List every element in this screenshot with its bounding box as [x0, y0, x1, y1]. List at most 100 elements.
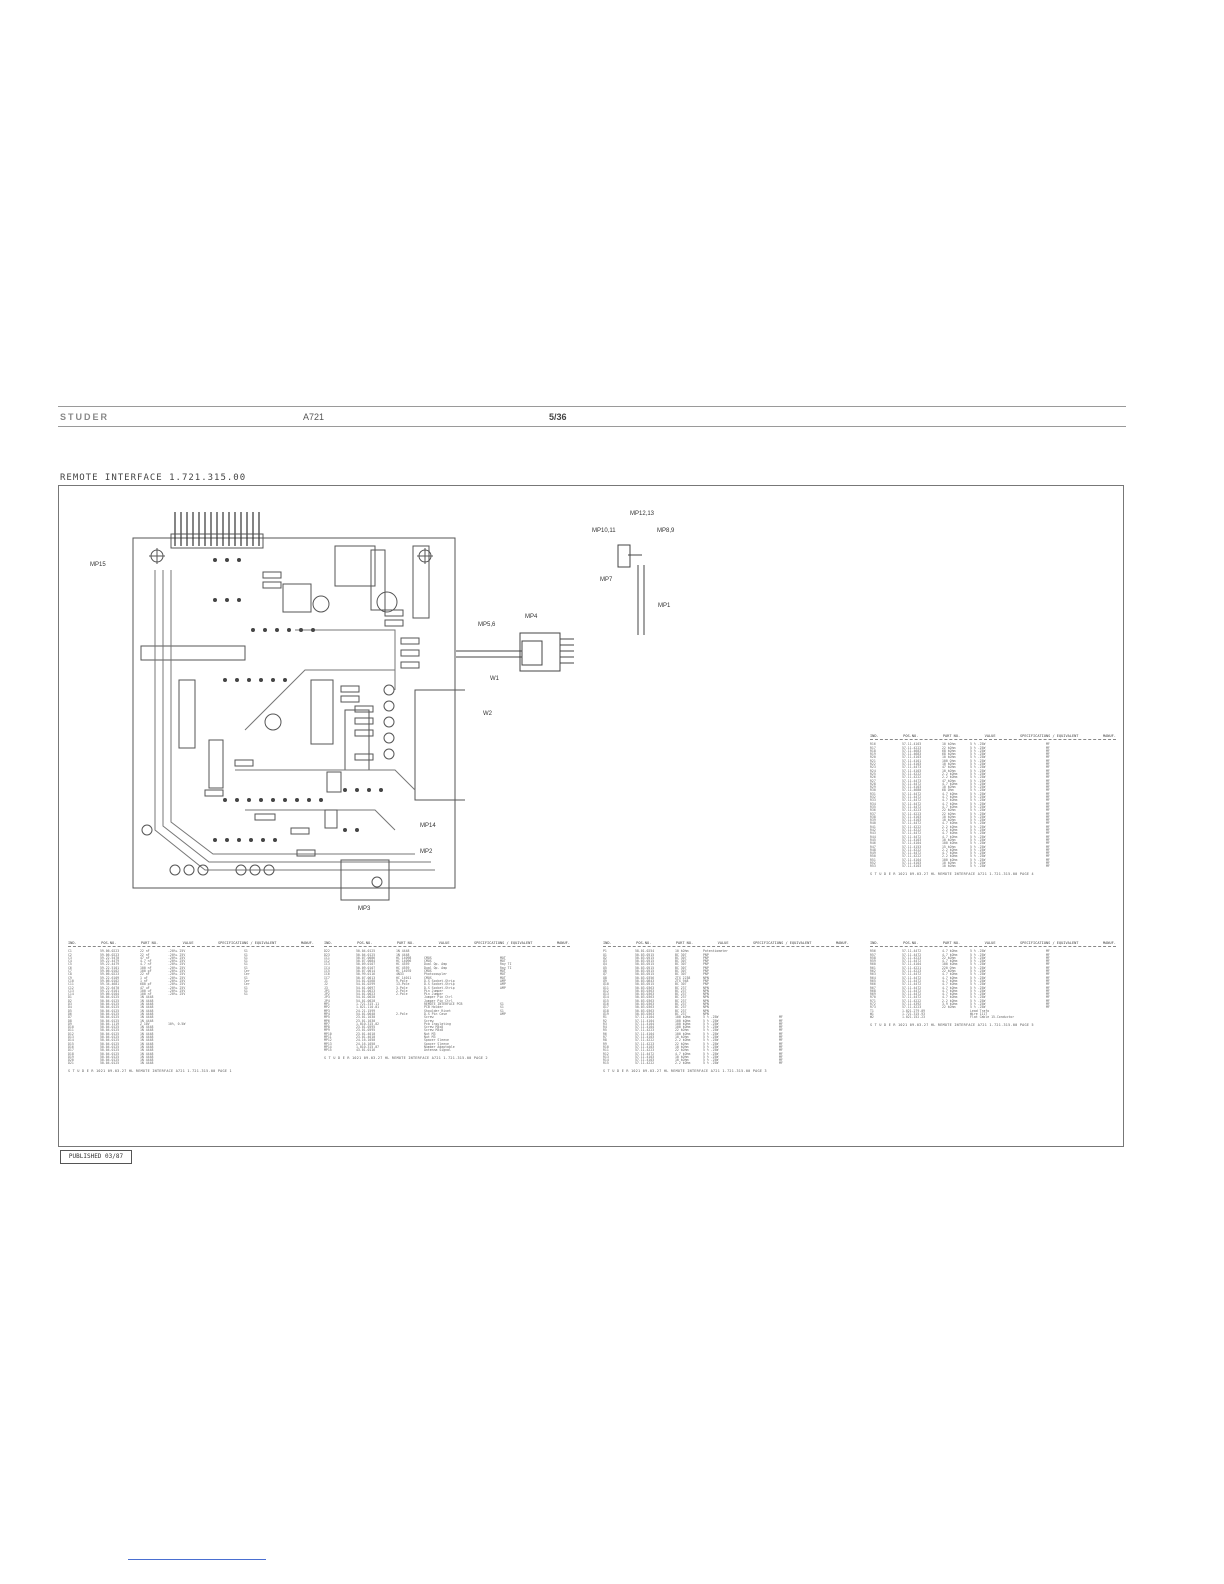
label-mp12-13: MP12,13 — [630, 511, 655, 517]
table-cell: BC 307 — [675, 969, 687, 974]
table-cell: 50.09.0107 — [356, 965, 376, 970]
table-cell: D20 — [68, 1058, 74, 1063]
table-cell: D23 — [324, 952, 330, 957]
table-cell: 50.03.0515 — [635, 965, 655, 970]
table-cell: R56 — [870, 949, 876, 954]
table-cell: 57.11.4472 — [902, 978, 922, 983]
table-cell: 47 uF — [140, 985, 150, 990]
table-cell: 5 % .25W — [970, 748, 986, 753]
table-cell: 5 % .25W — [970, 781, 986, 786]
table-cell: 5 % .25W — [970, 857, 986, 862]
drawing-frame — [58, 485, 1124, 1147]
table-cell: Q16 — [603, 1002, 609, 1007]
table-cell: 50.04.0125 — [100, 1058, 120, 1063]
label-mp15: MP15 — [90, 562, 106, 568]
table-cell: 57.11.4472 — [902, 821, 922, 826]
table-cell: 5 % .25W — [970, 962, 986, 967]
table-cell: MF — [1046, 742, 1050, 747]
table-cell: Q10 — [603, 982, 609, 987]
table-cell: 2.2 kOhm — [942, 824, 958, 829]
table-cell: 23.01.0595 — [356, 1028, 376, 1033]
header-manuf: MANUF. — [300, 941, 314, 945]
table-cell: R65 — [870, 978, 876, 983]
table-cell: 57.11.4472 — [635, 1051, 655, 1056]
table-cell: NPN — [703, 992, 709, 997]
table-cell: 57.11.4104 — [635, 1018, 655, 1023]
table-cell: 57.11.4222 — [635, 1061, 655, 1066]
table-cell: MF — [1046, 844, 1050, 849]
table-cell: S1 — [500, 1008, 504, 1013]
table-cell: 23.01.1030 — [356, 1018, 376, 1023]
table-cell: R67 — [870, 985, 876, 990]
table-cell: Dual Op. Amp — [424, 962, 448, 967]
table-cell: Ray TI — [500, 965, 512, 970]
table-cell: 57.11.4683 — [902, 752, 922, 757]
table-cell: 50.09.0107 — [356, 962, 376, 967]
table-cell: MF — [1046, 982, 1050, 987]
table-cell: 100 nF — [140, 992, 152, 997]
table-cell: HC 4559 — [396, 962, 410, 967]
table-cell: R31 — [870, 791, 876, 796]
table-cell: 4.7 kOhm — [675, 1051, 691, 1056]
table-cell: 1N 4448 — [140, 1002, 154, 1007]
table-cell: Z 10V — [140, 1021, 150, 1026]
table-cell: S1 — [244, 975, 248, 980]
table-cell: Q2 — [603, 955, 607, 960]
table-cell: 5 % .25W — [703, 1041, 719, 1046]
table-cell: R30 — [870, 788, 876, 793]
table-cell: 3.9 kOhm — [942, 1002, 958, 1007]
table-cell: 57.11.4472 — [902, 982, 922, 987]
table-cell: MF — [1046, 998, 1050, 1003]
table-cell: S1 — [244, 962, 248, 967]
table-cell: S1 — [244, 985, 248, 990]
table-cell: 5 % .25W — [703, 1048, 719, 1053]
table-cell: MF — [1046, 785, 1050, 790]
label-mp14: MP14 — [420, 823, 436, 829]
table-cell: 57.11.4472 — [902, 995, 922, 1000]
table-cell: 50.07.0086 — [356, 955, 376, 960]
table-cell: 54.01.0020 — [356, 998, 376, 1003]
table-cell: 2.2 kOhm — [675, 1038, 691, 1043]
table-cell: MF — [779, 1054, 783, 1059]
header-spec: SPECIFICATIONS / EQUIVALENT — [753, 941, 812, 945]
table-cell: IC3 — [324, 962, 330, 967]
table-cell: 5 % .25W — [970, 795, 986, 800]
table-cell: 5 % .25W — [970, 752, 986, 757]
table-cell: 59.06.0223 — [100, 949, 120, 954]
table-cell: C8 — [68, 972, 72, 977]
table-cell: MF — [1046, 985, 1050, 990]
table-cell: 50.04.0125 — [100, 1031, 120, 1036]
link-underline[interactable] — [128, 1559, 266, 1560]
table-cell: NPN — [703, 1011, 709, 1016]
table-cell: D2 — [68, 998, 72, 1003]
table-cell: Q1 — [603, 952, 607, 957]
table-cell: 50.03.0363 — [635, 1005, 655, 1010]
table-cell: 5 % .25W — [970, 834, 986, 839]
table-cell: -20%+ 25V — [168, 988, 186, 993]
table-cell: C5 — [68, 962, 72, 967]
table-cell: MP1 — [324, 1002, 330, 1007]
table-cell: D-S Pin Case — [424, 1011, 448, 1016]
table-cell: 57.11.4472 — [902, 985, 922, 990]
table-cell: AMP — [500, 982, 506, 987]
table-cell: BC 307 — [675, 972, 687, 977]
